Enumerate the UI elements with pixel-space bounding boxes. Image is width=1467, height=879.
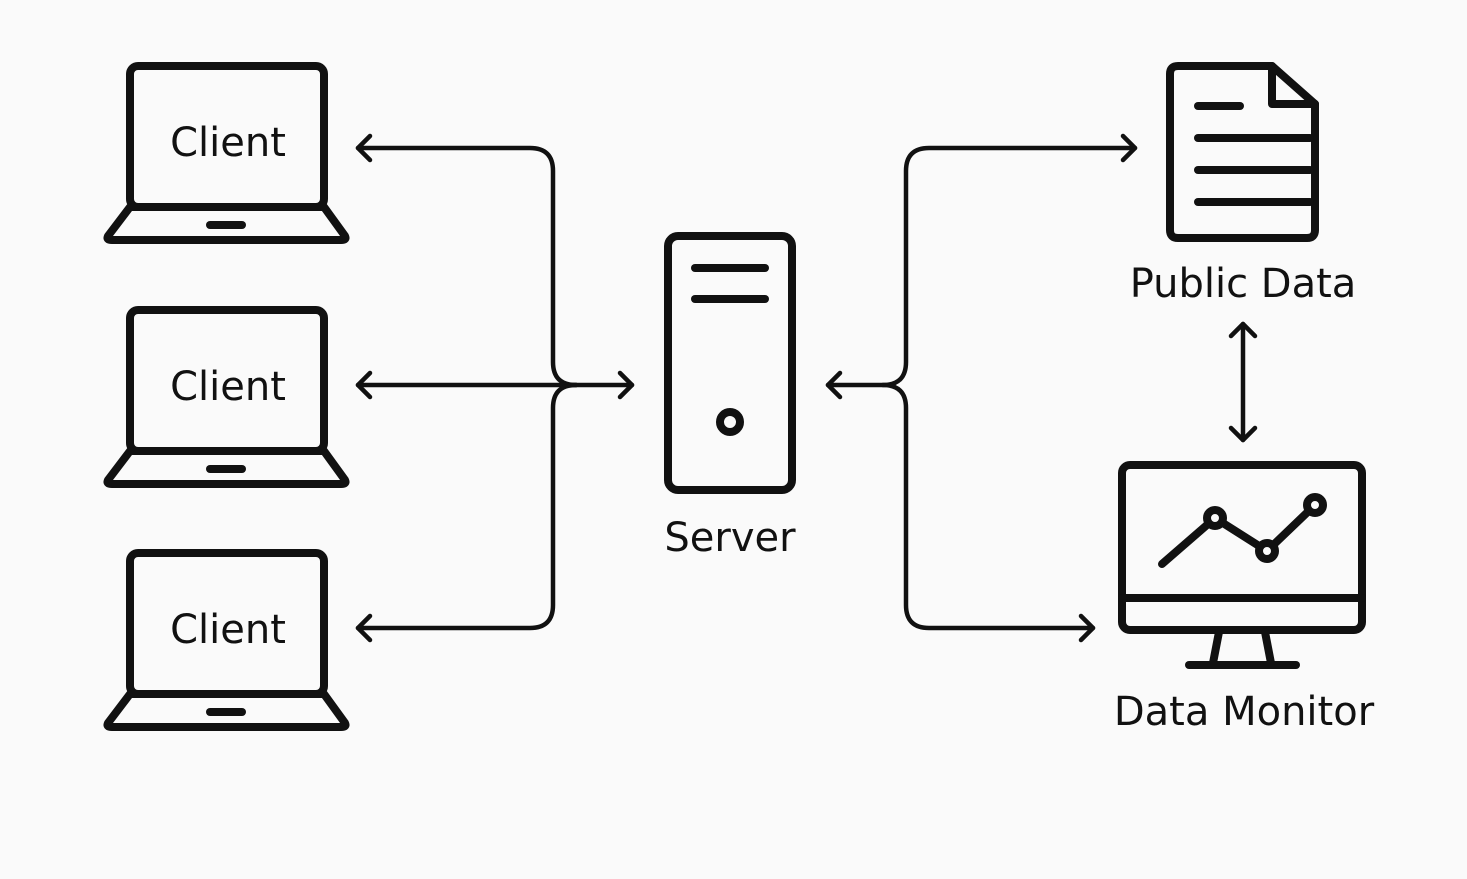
client-server-connectors	[355, 133, 635, 643]
data-monitor-label: Data Monitor	[1114, 689, 1375, 735]
monitor-icon	[1118, 461, 1366, 634]
client-laptop-3: Client	[103, 549, 350, 731]
client-label: Client	[170, 364, 286, 410]
server: Server	[664, 232, 796, 561]
public-data: Public Data	[1130, 62, 1357, 307]
client-label: Client	[170, 607, 286, 653]
public-data-label: Public Data	[1130, 261, 1357, 307]
client-laptop-1: Client	[103, 62, 350, 244]
line-chart-icon	[1158, 501, 1319, 568]
data-monitor: Data Monitor	[1114, 461, 1375, 735]
document-icon	[1166, 62, 1319, 242]
client-label: Client	[170, 120, 286, 166]
server-data-connectors	[825, 133, 1258, 643]
server-icon	[664, 232, 796, 494]
server-label: Server	[664, 515, 796, 561]
client-laptop-2: Client	[103, 306, 350, 488]
